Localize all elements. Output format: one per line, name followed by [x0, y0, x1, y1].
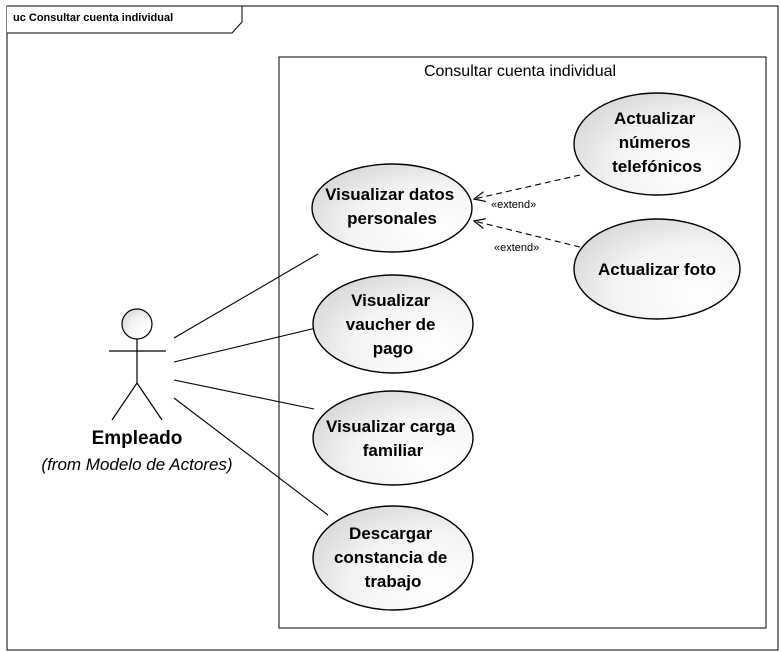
- use-case-label-line: vaucher de: [346, 315, 436, 334]
- use-case-visualizar-vaucher[interactable]: Visualizar vaucher de pago: [312, 274, 474, 374]
- use-case-label-line: trabajo: [365, 572, 422, 591]
- svg-text:Visualizar vaucher de: Visualizar vaucher de pago: [346, 291, 441, 358]
- actor-from-label: (from Modelo de Actores): [41, 455, 232, 474]
- use-case-label-line: Visualizar datos: [325, 185, 454, 204]
- extend-arrow-numeros: [474, 174, 581, 199]
- association-visualizar-carga: [173, 379, 315, 410]
- svg-text:Descargar constancia de: Descargar constancia de trabajo: [334, 524, 452, 591]
- extend-arrow-foto: [474, 221, 581, 248]
- svg-text:Visualizar datos persona: Visualizar datos personales: [325, 185, 459, 228]
- use-case-label-line: familiar: [363, 441, 424, 460]
- actor-empleado[interactable]: [109, 308, 166, 421]
- use-case-label-line: Visualizar: [351, 291, 430, 310]
- use-case-label-line: constancia de: [334, 548, 447, 567]
- use-case-descargar-constancia[interactable]: Descargar constancia de trabajo: [312, 505, 474, 611]
- frame-title: uc Consultar cuenta individual: [13, 12, 173, 24]
- use-case-label-line: personales: [347, 209, 437, 228]
- actor-name: Empleado: [92, 428, 183, 449]
- use-case-label-line: telefónicos: [612, 157, 702, 176]
- use-case-label-line: Descargar: [349, 524, 433, 543]
- svg-text:Visualizar carga familia: Visualizar carga familiar: [326, 417, 460, 460]
- use-case-label-line: Actualizar foto: [598, 260, 716, 279]
- frame-title-tab: [7, 5, 243, 34]
- use-case-label-line: Actualizar: [614, 109, 696, 128]
- association-descargar-constancia: [173, 397, 329, 516]
- use-case-label-line: pago: [373, 339, 414, 358]
- association-visualizar-datos: [173, 253, 319, 339]
- extend-label-1: «extend»: [491, 199, 536, 211]
- actor-head: [121, 308, 153, 340]
- svg-text:Actualizar foto: Actualizar foto: [598, 260, 716, 279]
- use-case-label-line: Visualizar carga: [326, 417, 456, 436]
- use-case-actualizar-foto[interactable]: Actualizar foto: [573, 218, 741, 320]
- use-case-visualizar-carga[interactable]: Visualizar carga familiar: [312, 390, 474, 486]
- use-case-label-line: números: [619, 133, 691, 152]
- svg-text:Actualizar números: Actualizar números telefónicos: [612, 109, 702, 176]
- association-visualizar-vaucher: [173, 327, 317, 363]
- system-title: Consultar cuenta individual: [424, 63, 616, 80]
- diagram-frame: [6, 5, 779, 651]
- use-case-actualizar-numeros[interactable]: Actualizar números telefónicos: [573, 92, 741, 196]
- use-case-visualizar-datos[interactable]: Visualizar datos personales: [311, 163, 473, 253]
- extend-label-2: «extend»: [494, 242, 539, 254]
